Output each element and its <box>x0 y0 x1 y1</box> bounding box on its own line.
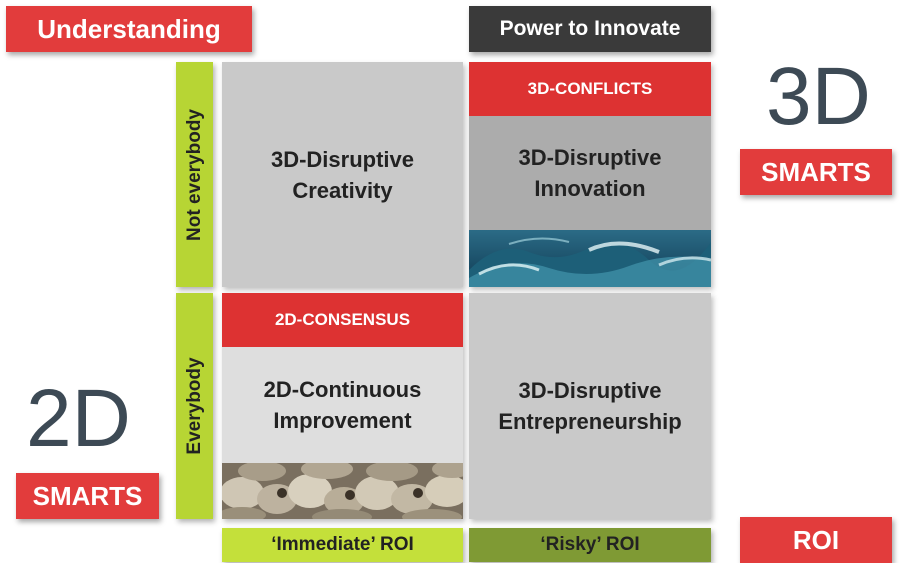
sheep-svg <box>222 463 463 519</box>
roi-label: ROI <box>740 517 892 563</box>
smarts-bottom-label: SMARTS <box>16 473 159 519</box>
understanding-label: Understanding <box>6 6 252 52</box>
cell-disruptive-creativity: 3D-Disruptive Creativity <box>222 62 463 287</box>
sheep-flock-image <box>222 463 463 519</box>
cell-continuous-improvement: 2D-CONSENSUS 2D-Continuous Improvement <box>222 293 463 519</box>
consensus-banner: 2D-CONSENSUS <box>222 293 463 347</box>
row-label-not-everybody-text: Not everybody <box>183 108 205 241</box>
cell-disruptive-innovation-text: 3D-Disruptive Innovation <box>518 145 662 201</box>
three-d-heading: 3D <box>766 51 871 142</box>
col-label-risky-roi: ‘Risky’ ROI <box>469 528 711 562</box>
cell-disruptive-innovation: 3D-CONFLICTS 3D-Disruptive Innovation <box>469 62 711 287</box>
cell-disruptive-entrepreneurship: 3D-Disruptive Entrepreneurship <box>469 293 711 519</box>
smarts-top-label: SMARTS <box>740 149 892 195</box>
ocean-wave-image <box>469 230 711 287</box>
cell-disruptive-entrepreneurship-text: 3D-Disruptive Entrepreneurship <box>498 378 682 434</box>
conflicts-banner: 3D-CONFLICTS <box>469 62 711 116</box>
row-label-everybody: Everybody <box>176 293 213 519</box>
row-label-not-everybody: Not everybody <box>176 62 213 287</box>
cell-continuous-improvement-text: 2D-Continuous Improvement <box>263 377 422 433</box>
two-d-heading: 2D <box>26 373 131 464</box>
col-label-immediate-roi: ‘Immediate’ ROI <box>222 528 463 562</box>
power-to-innovate-label: Power to Innovate <box>469 6 711 52</box>
row-label-everybody-text: Everybody <box>183 357 205 455</box>
wave-svg <box>469 230 711 287</box>
cell-disruptive-creativity-text: 3D-Disruptive Creativity <box>270 146 415 203</box>
